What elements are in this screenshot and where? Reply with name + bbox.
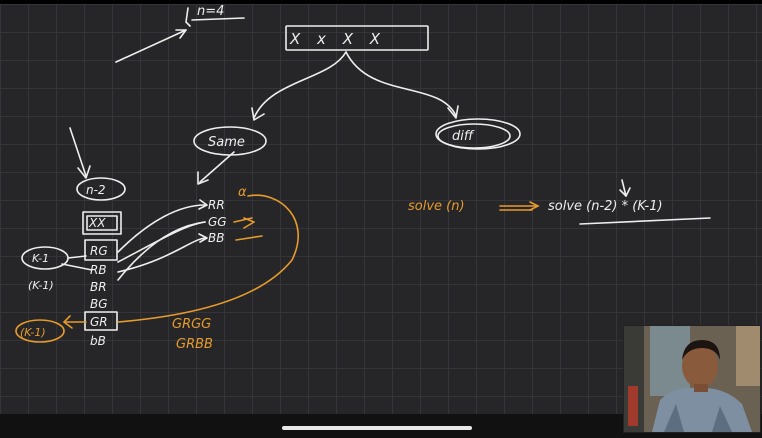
- n-minus-2-label: n-2: [86, 183, 106, 197]
- solve-rhs-label: solve (n-2) * (K-1): [548, 199, 663, 214]
- note-underline: [191, 17, 245, 21]
- left-row: bB: [90, 334, 106, 348]
- whiteboard-canvas: [0, 4, 762, 414]
- diff-ellipse-outer: [435, 118, 521, 150]
- orange-curve: [117, 194, 299, 323]
- xx-label: XX: [88, 216, 106, 230]
- n-minus-2-ellipse: [76, 177, 126, 201]
- arrow-to-note: [115, 29, 187, 63]
- left-row: BG: [90, 297, 108, 311]
- note-text: n=4: [197, 4, 224, 19]
- mid-row: BB: [208, 231, 224, 245]
- xx-box-outline: [285, 25, 429, 51]
- left-row: GR: [90, 315, 108, 329]
- xx-box-text: X x X X: [289, 30, 386, 48]
- orange-text-line: GRGG: [172, 317, 211, 332]
- mid-row: GG: [208, 215, 227, 229]
- left-row: BR: [90, 280, 107, 294]
- mid-row: RR: [208, 198, 225, 212]
- k-minus-1-orange-ellipse: [15, 319, 65, 343]
- k-minus-1-orange-label: (K-1): [20, 326, 46, 339]
- k-minus-1-paren-label: (K-1): [28, 279, 54, 292]
- arrow-to-diff: [345, 51, 457, 117]
- left-row: RB: [90, 263, 107, 277]
- mid-color-rows: RR GG BB: [208, 198, 227, 245]
- diff-label: diff: [452, 129, 475, 144]
- k-minus-1-label: K-1: [32, 252, 49, 265]
- arrow-to-n-minus-2: [69, 127, 87, 177]
- progress-scrubber[interactable]: [282, 426, 472, 430]
- solve-n-label: solve (n): [408, 199, 465, 214]
- note-brace: [185, 7, 191, 27]
- same-label: Same: [208, 135, 245, 150]
- left-row: RG: [90, 244, 108, 258]
- orange-text-line: GRBB: [176, 337, 213, 352]
- alpha-mark: α: [238, 185, 247, 200]
- left-color-rows: RG RB BR BG GR bB: [90, 244, 108, 348]
- presenter-avatar: [624, 326, 760, 432]
- arrow-to-same: [253, 51, 347, 119]
- webcam-overlay: [623, 325, 761, 433]
